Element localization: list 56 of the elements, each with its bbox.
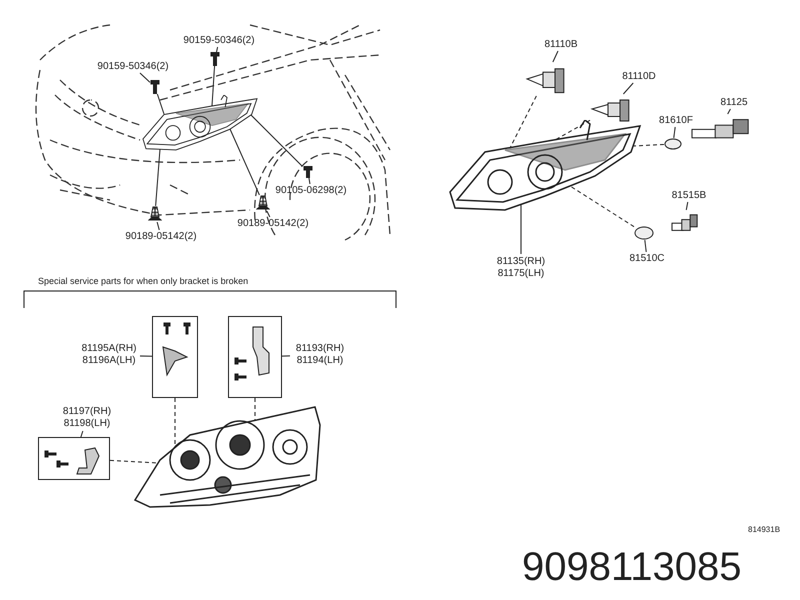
leader-line [140, 355, 152, 357]
part-number: 90105-06298(2) [275, 184, 347, 196]
part-number: 9098113085 [522, 544, 742, 590]
part-number: 81194(LH) [296, 355, 344, 367]
leader-line [622, 82, 634, 94]
part-number: 81110B [544, 38, 578, 50]
dashed-line [632, 144, 664, 146]
headlamp-drawing [140, 95, 260, 153]
dashed-line [570, 186, 634, 228]
leader-line [282, 355, 290, 357]
part-number: 81610F [659, 114, 693, 126]
part-number: 81193(RH) [296, 343, 344, 355]
leader-line [308, 178, 310, 184]
part-number: 81196A(LH) [82, 355, 136, 367]
part-number: 90159-50346(2) [97, 60, 169, 72]
leader-line [520, 204, 522, 254]
part-number: 81515B [672, 190, 706, 202]
dashed-line [254, 398, 256, 422]
clip-icon [148, 206, 162, 222]
part-number: 90189-05142(2) [237, 218, 309, 230]
clip-icon [256, 195, 270, 211]
dashed-line [510, 96, 537, 148]
leader-line [673, 126, 676, 138]
leader-line [216, 46, 218, 52]
cap-icon [634, 226, 654, 240]
cap-icon [664, 138, 682, 150]
leader-line [686, 202, 688, 210]
part-number: 81135(RH) [496, 256, 546, 268]
section-heading: Special service parts for when only bracket is broken [38, 276, 248, 287]
leader-line [156, 222, 160, 230]
part-number: 81125 [720, 96, 748, 108]
dashed-line [554, 120, 590, 140]
drawing-number: 814931B [748, 525, 780, 535]
screw-icon [150, 80, 160, 94]
part-number: 81110D [622, 70, 656, 82]
part-number: 90159-50346(2) [183, 34, 255, 46]
dashed-line [110, 460, 158, 464]
screw-icon [210, 52, 220, 66]
leader-line [155, 148, 160, 206]
leader-line [212, 66, 216, 106]
part-number: 81197(RH) [62, 406, 112, 418]
leader-line [552, 50, 558, 62]
part-number: 81510C [629, 252, 665, 264]
leader-line [139, 72, 150, 83]
leader-line [250, 114, 302, 166]
leader-line [266, 210, 270, 218]
leader-line [156, 94, 164, 114]
part-number: 81175(LH) [498, 268, 544, 280]
part-number: 81198(LH) [64, 418, 110, 430]
leader-line [230, 128, 260, 196]
screw-icon [302, 166, 314, 178]
part-number: 81195A(RH) [82, 343, 136, 355]
part-number: 90189-05142(2) [125, 230, 197, 242]
leader-line [727, 108, 731, 114]
leader-line [644, 240, 647, 252]
leader-line [80, 430, 84, 438]
